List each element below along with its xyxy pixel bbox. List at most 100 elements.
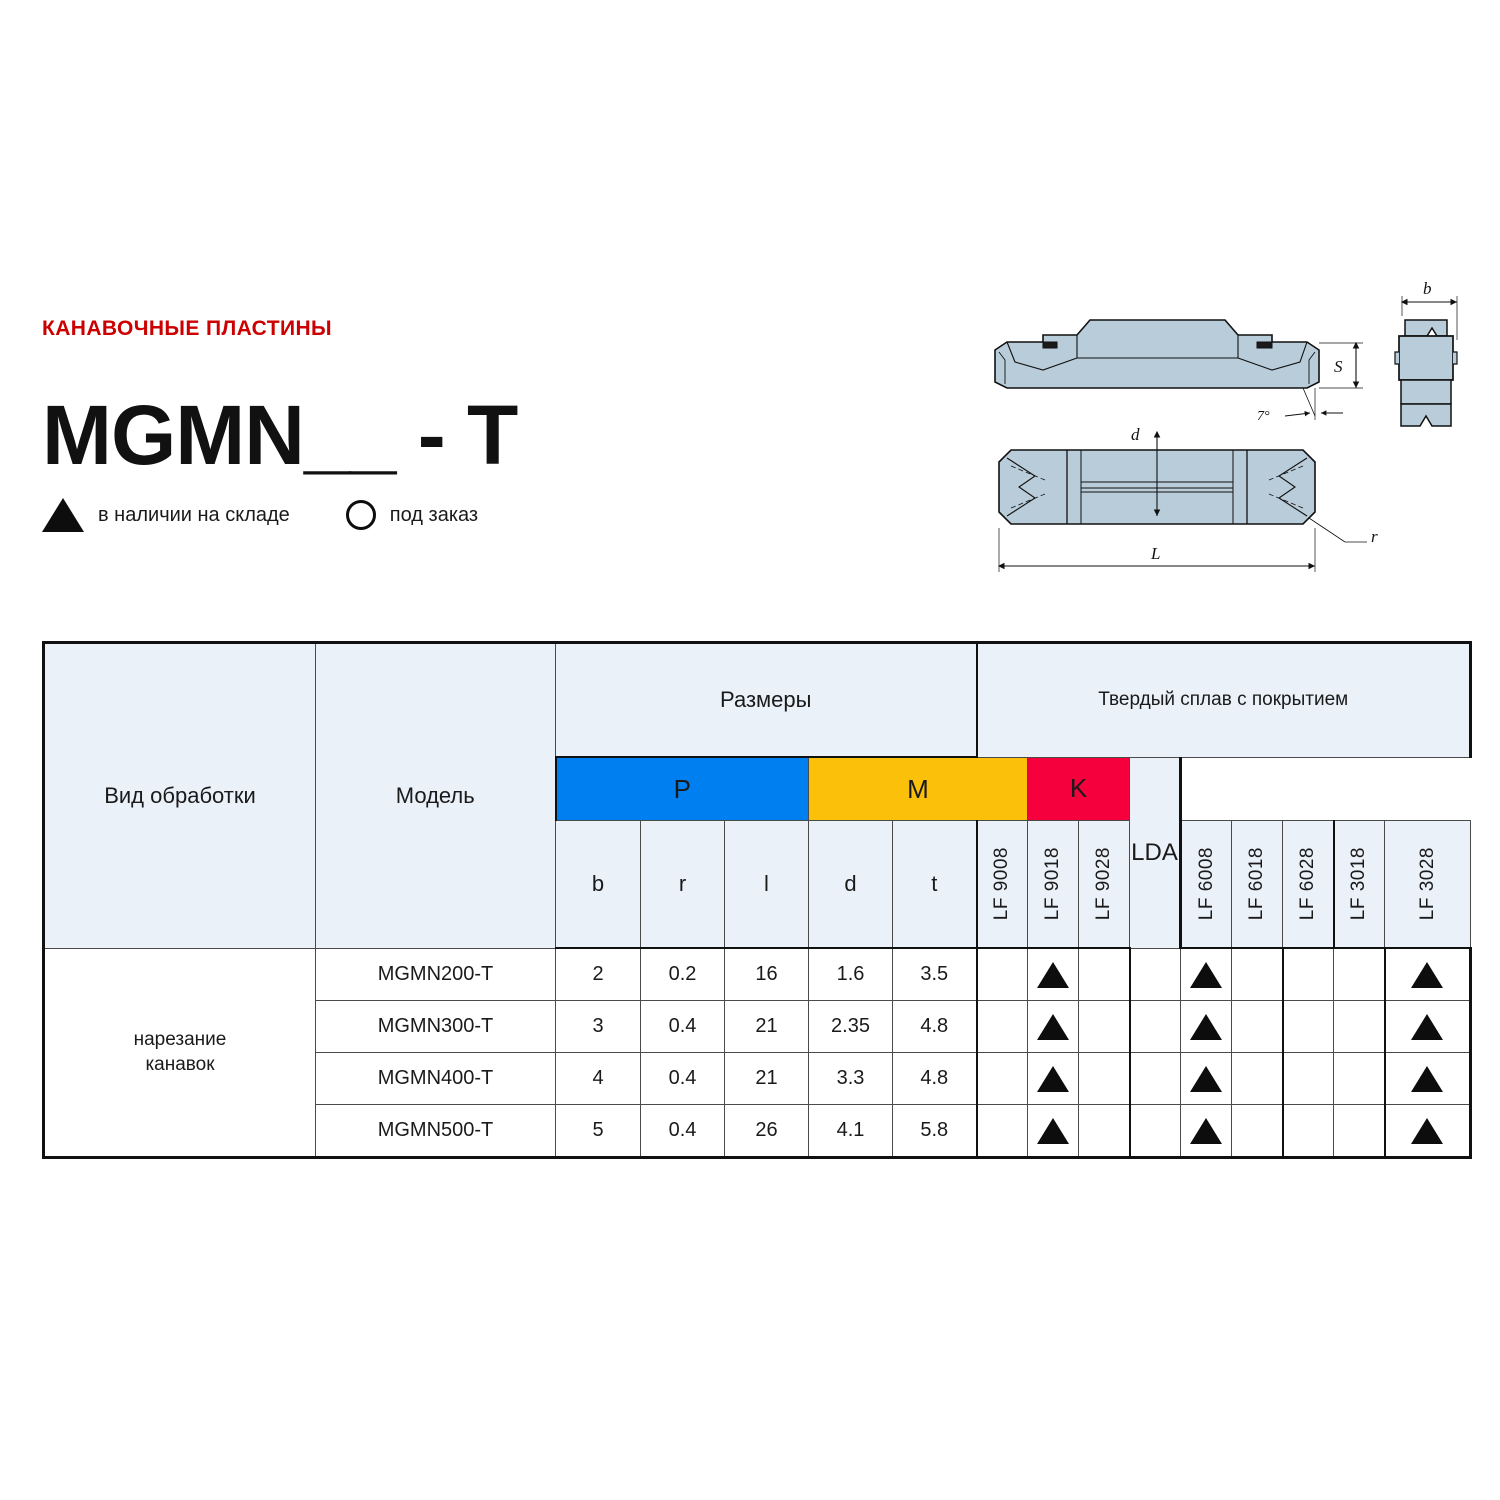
cell-dim-b: 3	[555, 1000, 641, 1053]
grade-col-lf9008: LF 9008	[975, 820, 1028, 949]
cell-dim-l: 21	[724, 1052, 809, 1105]
cell-grade-lda	[1383, 1104, 1472, 1159]
label-angle: 7°	[1257, 409, 1270, 424]
cell-grade-lf6018	[1180, 1104, 1232, 1159]
cell-grade-lf6008	[1128, 1052, 1181, 1105]
filled-triangle-icon	[1190, 961, 1222, 988]
drawings-svg: S 7° d r	[994, 279, 1458, 572]
cell-grade-lf6028	[1231, 1052, 1283, 1105]
category-title: КАНАВОЧНЫЕ ПЛАСТИНЫ	[42, 317, 332, 340]
filled-triangle-icon	[42, 498, 84, 532]
cell-dim-t: 5.8	[892, 1104, 977, 1159]
iso-group-k: K	[1027, 756, 1130, 821]
header-model: Модель	[315, 641, 556, 949]
grade-label: LF 9028	[1093, 847, 1114, 921]
cell-dim-b: 4	[555, 1052, 641, 1105]
label-r: r	[1371, 527, 1378, 546]
cell-dim-d: 2.35	[808, 1000, 893, 1053]
cell-grade-lf3018	[1281, 1052, 1334, 1105]
header-row-3: b r l d t LF 9008 LF 9018 LF 9028 LF 600…	[44, 820, 1471, 949]
cell-grade-lf9028	[1078, 947, 1130, 1001]
label-S: S	[1334, 357, 1343, 376]
cell-grade-lf6028	[1231, 947, 1283, 1001]
cell-grade-lf6008	[1128, 1104, 1181, 1159]
legend-on-order-label: под заказ	[389, 503, 479, 526]
cell-dim-r: 0.2	[640, 947, 725, 1001]
cell-grade-lf3018	[1281, 1000, 1334, 1053]
cell-grade-lda	[1383, 947, 1472, 1001]
cell-grade-lf3028	[1333, 1052, 1385, 1105]
cell-grade-lf9008	[975, 1052, 1028, 1105]
filled-triangle-icon	[1190, 1013, 1222, 1040]
cell-grade-lf3028	[1333, 1104, 1385, 1159]
specification-table: Вид обработки Модель Размеры Твердый спл…	[42, 641, 1472, 1159]
cell-model: MGMN200-T	[315, 947, 556, 1001]
label-b: b	[1423, 280, 1432, 298]
grade-label: LF 3028	[1416, 847, 1438, 921]
technical-drawings: S 7° d r	[985, 279, 1465, 590]
filled-triangle-icon	[1411, 1065, 1444, 1092]
filled-triangle-icon	[1190, 1117, 1222, 1144]
filled-triangle-icon	[1037, 1117, 1069, 1144]
cell-grade-lf9028	[1078, 1104, 1130, 1159]
cell-dim-r: 0.4	[640, 1052, 725, 1105]
filled-triangle-icon	[1411, 1117, 1444, 1144]
legend-in-stock-label: в наличии на складе	[98, 503, 290, 526]
legend-on-order: под заказ	[345, 500, 479, 530]
cell-grade-lf9008	[975, 1104, 1028, 1159]
grade-col-lf6018: LF 6018	[1231, 820, 1283, 949]
filled-triangle-icon	[1190, 1065, 1222, 1092]
cell-grade-lf9018	[1027, 1104, 1079, 1159]
cell-dim-d: 4.1	[808, 1104, 893, 1159]
filled-triangle-icon	[1411, 1013, 1444, 1040]
filled-triangle-icon	[1037, 961, 1069, 988]
cell-dim-b: 2	[555, 947, 641, 1001]
insert-top-view: d r L	[997, 425, 1378, 572]
cell-dim-t: 3.5	[892, 947, 977, 1001]
cell-grade-lf6028	[1231, 1000, 1283, 1053]
cell-grade-lf6018	[1180, 1052, 1232, 1105]
cell-dim-l: 26	[724, 1104, 809, 1159]
cell-grade-lf9028	[1078, 1000, 1130, 1053]
grade-col-lf6008: LF 6008	[1179, 820, 1232, 949]
legend: в наличии на складе под заказ	[42, 498, 478, 532]
grade-label: LF 9018	[1042, 847, 1063, 921]
cell-grade-lf6018	[1180, 1000, 1232, 1053]
cell-grade-lf3018	[1281, 947, 1334, 1001]
label-L: L	[1150, 544, 1160, 563]
cell-grade-lf9028	[1078, 1052, 1130, 1105]
cell-grade-lda	[1383, 1052, 1472, 1105]
cell-grade-lf9018	[1027, 947, 1079, 1001]
cell-dim-l: 16	[724, 947, 809, 1001]
page-title: MGMN__ - T	[42, 388, 518, 482]
cell-grade-lf3028	[1333, 1000, 1385, 1053]
cell-process: нарезание канавок	[42, 947, 316, 1159]
dim-symbol-b: b	[555, 820, 641, 949]
header-dimensions: Размеры	[555, 641, 977, 758]
iso-group-p: P	[554, 756, 809, 821]
label-d: d	[1131, 425, 1140, 444]
cell-dim-l: 21	[724, 1000, 809, 1053]
cell-dim-t: 4.8	[892, 1000, 977, 1053]
cell-grade-lf9008	[975, 1000, 1028, 1053]
cell-grade-lf6008	[1128, 947, 1181, 1001]
cell-grade-lf3018	[1281, 1104, 1334, 1159]
header-coated-carbide: Твердый сплав с покрытием	[975, 641, 1472, 758]
header-row-2: P M K LDA	[44, 756, 1471, 949]
cell-dim-b: 5	[555, 1104, 641, 1159]
header-lda: LDA	[1129, 756, 1182, 949]
cell-grade-lf9008	[975, 947, 1028, 1001]
grade-label: LF 9008	[991, 847, 1013, 921]
cell-model: MGMN300-T	[315, 1000, 556, 1053]
cell-grade-lf6008	[1128, 1000, 1181, 1053]
table-header: Вид обработки Модель Размеры Твердый спл…	[42, 641, 1472, 949]
cell-model: MGMN400-T	[315, 1052, 556, 1105]
cell-model: MGMN500-T	[315, 1104, 556, 1159]
header-row-1: Вид обработки Модель Размеры Твердый спл…	[42, 641, 1472, 949]
cell-grade-lf6028	[1231, 1104, 1283, 1159]
